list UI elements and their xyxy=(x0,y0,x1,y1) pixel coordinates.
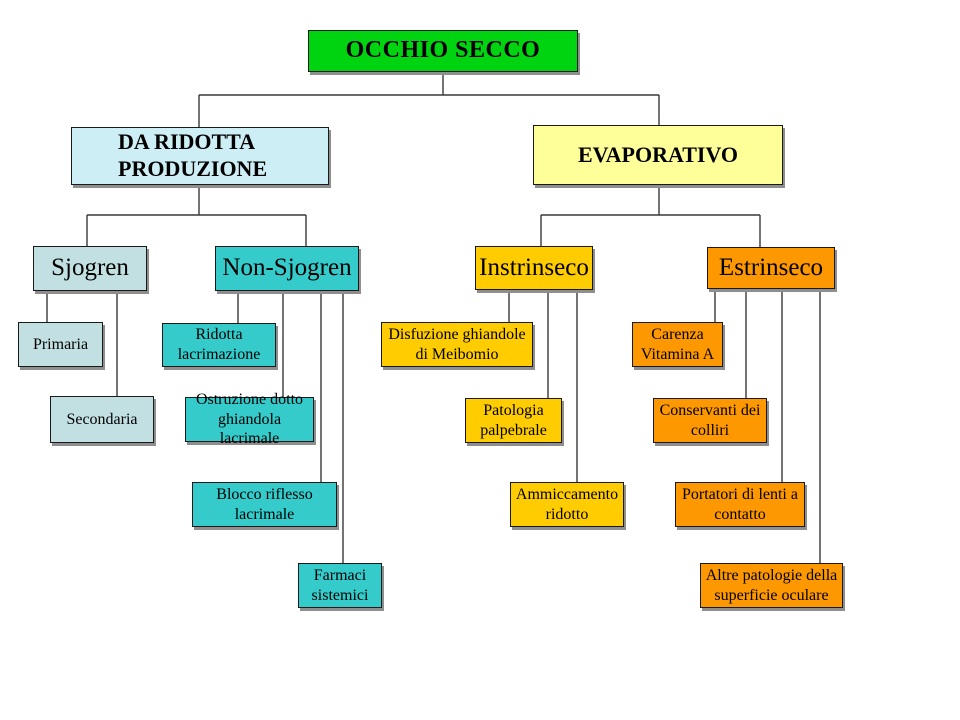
node-label: Ammiccamento ridotto xyxy=(515,485,619,523)
node-evaporativo: EVAPORATIVO xyxy=(533,125,783,185)
node-altre-patologie: Altre patologie della superficie oculare xyxy=(700,563,843,608)
node-instrinseco: Instrinseco xyxy=(475,246,593,290)
node-label: Disfuzione ghiandole di Meibomio xyxy=(388,325,526,363)
node-label: Patologia palpebrale xyxy=(480,401,547,439)
node-blocco-riflesso: Blocco riflesso lacrimale xyxy=(192,482,337,527)
node-disfuzione-ghiandole: Disfuzione ghiandole di Meibomio xyxy=(381,322,533,367)
node-ridotta-lacrimazione: Ridotta lacrimazione xyxy=(162,323,276,367)
node-label: Estrinseco xyxy=(718,253,824,281)
node-label: Conservanti dei colliri xyxy=(659,401,761,439)
node-farmaci-sistemici: Farmaci sistemici xyxy=(298,563,382,608)
node-label: Portatori di lenti a contatto xyxy=(682,485,798,523)
node-label: Carenza Vitamina A xyxy=(640,325,715,363)
node-ostruzione-dotto: Ostruzione dotto ghiandola lacrimale xyxy=(185,391,314,447)
node-conservanti-colliri: Conservanti dei colliri xyxy=(653,398,767,443)
node-non-sjogren: Non-Sjogren xyxy=(215,246,359,291)
node-sjogren: Sjogren xyxy=(33,246,147,291)
node-label: Primaria xyxy=(32,335,89,353)
node-patologia-palpebrale: Patologia palpebrale xyxy=(465,398,562,443)
node-label: DA RIDOTTA PRODUZIONE xyxy=(118,129,268,181)
node-label: Ostruzione dotto ghiandola lacrimale xyxy=(195,391,304,448)
node-label: OCCHIO SECCO xyxy=(345,37,541,64)
node-label: Ridotta lacrimazione xyxy=(177,326,261,363)
node-estrinseco: Estrinseco xyxy=(707,247,835,289)
node-label: Farmaci sistemici xyxy=(311,566,369,604)
node-occhio-secco: OCCHIO SECCO xyxy=(308,30,578,72)
node-secondaria: Secondaria xyxy=(50,396,154,443)
node-label: Instrinseco xyxy=(479,253,589,281)
node-label: Altre patologie della superficie oculare xyxy=(705,566,838,604)
node-portatori-lenti: Portatori di lenti a contatto xyxy=(675,482,805,527)
node-carenza-vitamina-a: Carenza Vitamina A xyxy=(632,322,723,367)
node-label: Secondaria xyxy=(66,410,138,428)
node-ammiccamento-ridotto: Ammiccamento ridotto xyxy=(510,482,624,527)
node-label: Sjogren xyxy=(51,254,129,282)
node-label: Non-Sjogren xyxy=(222,254,352,282)
node-label: Blocco riflesso lacrimale xyxy=(216,485,313,523)
node-da-ridotta-produzione: DA RIDOTTA PRODUZIONE xyxy=(71,127,329,185)
node-primaria: Primaria xyxy=(18,322,103,367)
node-label: EVAPORATIVO xyxy=(577,141,739,167)
